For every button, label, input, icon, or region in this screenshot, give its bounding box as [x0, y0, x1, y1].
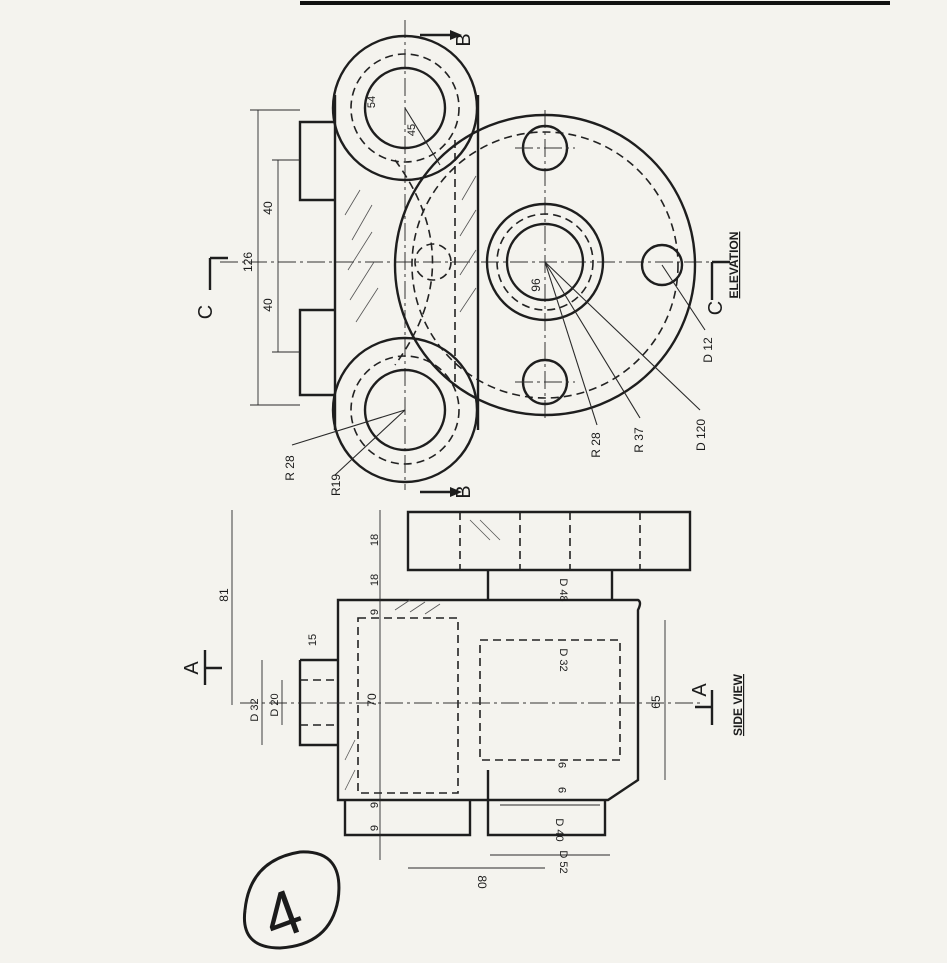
side-top-boss	[298, 658, 338, 747]
dim-d40: D 40	[553, 818, 565, 841]
dim-r19: R19	[329, 474, 343, 496]
top-boss-outer	[331, 34, 479, 182]
side-flange-plate	[406, 510, 692, 572]
dim-96: 96	[529, 278, 543, 292]
dim-40-bottom: 40	[261, 298, 275, 312]
side-view	[203, 510, 714, 869]
lug-bottom	[298, 308, 335, 397]
side-view-title: SIDE VIEW	[731, 673, 745, 736]
central-boss-outer	[485, 202, 605, 322]
dim-r28-left: R 28	[283, 455, 297, 481]
side-main-body	[336, 598, 642, 802]
elevation-labels: B B C C 126 40 40 R 28 R19 R 28 R 37 D 1…	[195, 33, 741, 498]
leader-r28-center	[544, 261, 598, 426]
small-hidden-hole	[414, 243, 452, 281]
problem-number-badge: 4	[242, 850, 341, 954]
side-hidden-cavity	[357, 617, 459, 794]
leader-r37	[544, 261, 641, 419]
dim-9d: 9	[557, 787, 569, 793]
dim-54: 54	[366, 96, 378, 108]
leader-d120	[544, 261, 701, 411]
section-mark-b-bottom: B	[453, 485, 475, 498]
dim-70: 70	[365, 693, 379, 707]
dim-d32-bore: D 32	[557, 648, 569, 671]
dim-9-top: 9	[369, 609, 381, 615]
dim-65: 65	[649, 695, 663, 709]
dim-d120: D 120	[694, 419, 708, 451]
section-mark-a-top: A	[181, 661, 203, 675]
bottom-boss-hidden	[350, 355, 460, 465]
dim-40-top: 40	[261, 201, 275, 215]
side-neck	[486, 570, 614, 600]
elevation-hatching	[344, 175, 477, 323]
body-hidden-curve	[394, 159, 434, 366]
side-view-labels: 81 18 18 9 15 D 32 D 20 70 9 9 D 32 D 48…	[181, 534, 745, 889]
leader-r19-left	[334, 409, 406, 476]
elevation-title: ELEVATION	[727, 232, 741, 299]
dim-45: 45	[406, 124, 418, 136]
lug-top	[298, 120, 335, 202]
dim-9c: 9	[557, 762, 569, 768]
leader-d12	[661, 264, 706, 331]
dim-15: 15	[307, 634, 319, 646]
side-bottom-boss	[343, 770, 607, 837]
dim-9b: 9	[369, 825, 381, 831]
bottom-boss-outer	[331, 336, 479, 484]
flange-outline	[393, 113, 697, 417]
side-hidden-bore	[479, 639, 621, 761]
dim-d20: D 20	[269, 693, 281, 716]
dim-d12: D 12	[701, 337, 715, 363]
dim-18b: 18	[369, 574, 381, 586]
dim-r37: R 37	[632, 427, 646, 453]
body-sides	[333, 95, 480, 430]
dim-d48: D 48	[557, 578, 569, 601]
bolt-hole-right	[640, 243, 684, 287]
bottom-boss-bore	[363, 368, 447, 452]
flange-hidden-circle	[411, 131, 679, 399]
central-bore	[505, 222, 585, 302]
central-boss-hidden	[496, 213, 594, 311]
section-mark-a-bottom: A	[689, 683, 711, 697]
section-mark-b-top: B	[453, 33, 475, 46]
dim-81: 81	[217, 588, 231, 602]
dim-9a: 9	[369, 802, 381, 808]
section-mark-c-right: C	[705, 301, 727, 315]
top-boss-hidden	[350, 53, 460, 163]
side-hatching	[344, 519, 501, 791]
problem-number: 4	[253, 874, 311, 954]
elevation-view	[208, 20, 730, 497]
leader-r28-left	[291, 409, 406, 446]
dim-80: 80	[475, 875, 489, 889]
leader-45	[404, 107, 441, 166]
dim-r28-center: R 28	[589, 432, 603, 458]
section-mark-c-left: C	[195, 305, 217, 319]
dim-d32-side: D 32	[249, 698, 261, 721]
top-boss-bore	[363, 66, 447, 150]
dim-18a: 18	[369, 534, 381, 546]
dim-126: 126	[241, 252, 255, 272]
dim-d52: D 52	[557, 850, 569, 873]
